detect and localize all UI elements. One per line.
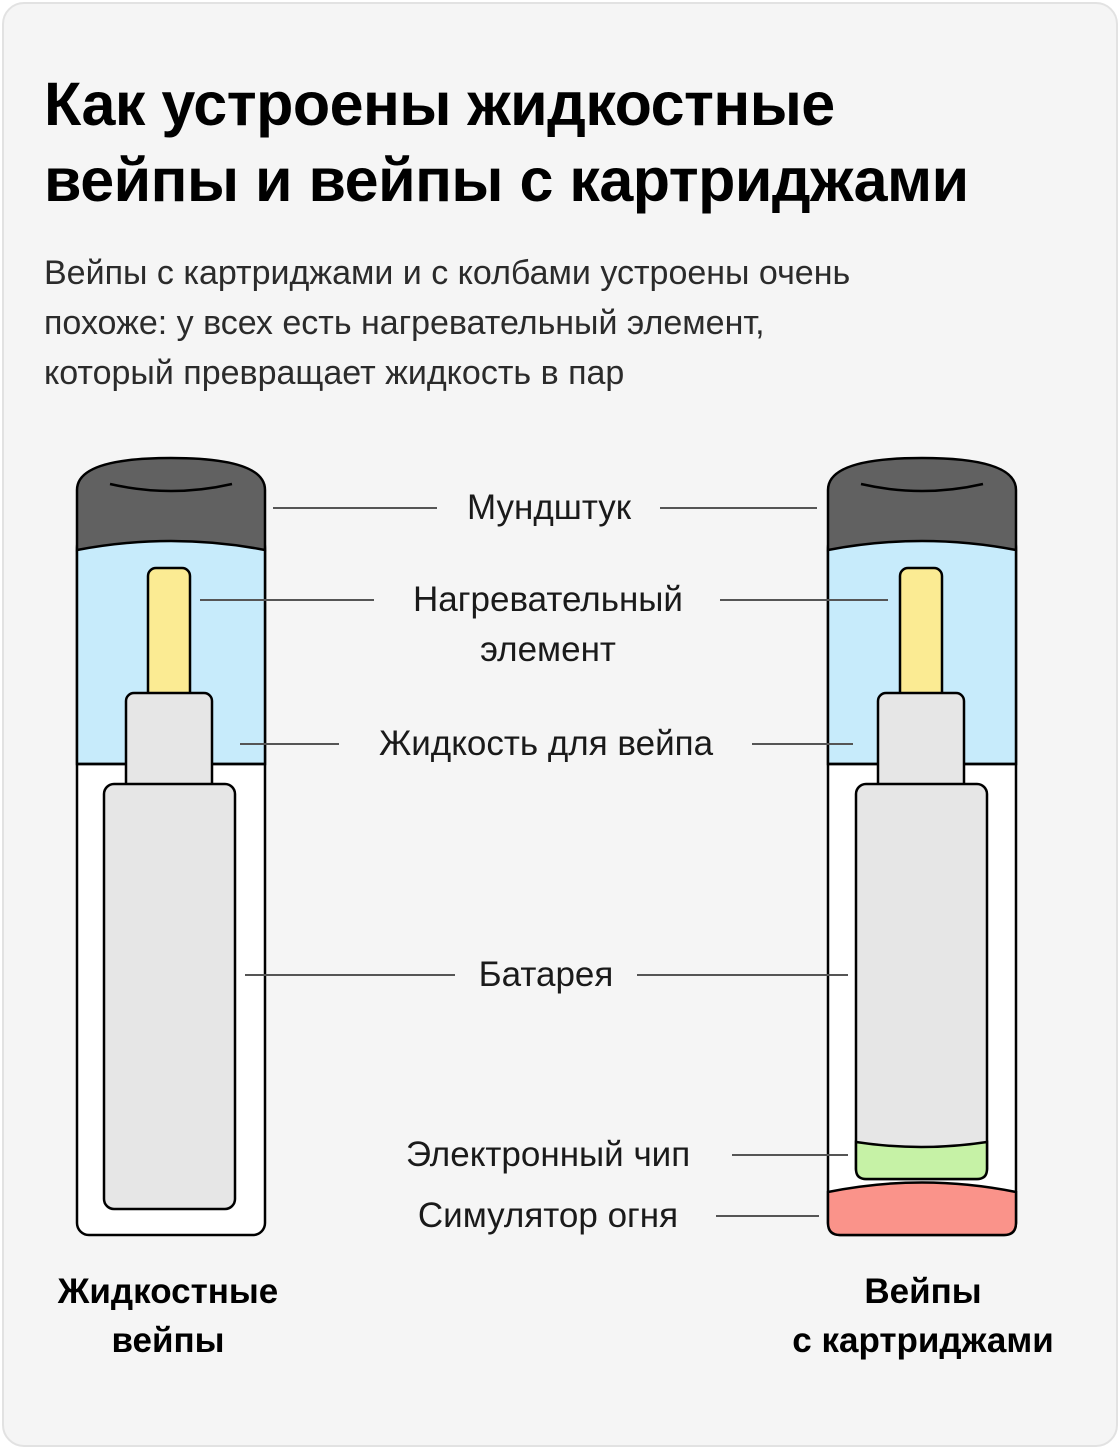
caption-liquid-vapes: Жидкостные вейпы bbox=[20, 1267, 316, 1365]
leader-lines bbox=[200, 507, 888, 1217]
label-heating-line-1: Нагревательный bbox=[413, 580, 683, 619]
liquid-vape-illustration bbox=[75, 456, 267, 1237]
subtitle-line-3: который превращает жидкость в пар bbox=[44, 354, 625, 392]
label-mouthpiece: Мундштук bbox=[466, 488, 632, 527]
left-atomizer-base bbox=[124, 691, 214, 799]
label-electronic-chip: Электронный чип bbox=[405, 1135, 691, 1174]
left-heating-element bbox=[146, 566, 192, 710]
title-line-2: вейпы и вейпы с картриджами bbox=[44, 146, 969, 214]
subtitle-line-1: Вейпы с картриджами и с колбами устроены… bbox=[44, 254, 851, 292]
caption-left-line-1: Жидкостные bbox=[57, 1272, 279, 1311]
caption-cartridge-vapes: Вейпы с картриджами bbox=[760, 1267, 1086, 1365]
subtitle-line-2: похоже: у всех есть нагревательный элеме… bbox=[44, 304, 765, 342]
caption-right-line-2: с картриджами bbox=[792, 1321, 1054, 1360]
left-mouthpiece bbox=[75, 456, 267, 552]
cartridge-vape-illustration bbox=[826, 456, 1018, 1237]
caption-left-line-2: вейпы bbox=[111, 1321, 225, 1360]
page-subtitle: Вейпы с картриджами и с колбами устроены… bbox=[44, 248, 1084, 398]
right-heating-element bbox=[898, 566, 944, 710]
right-fire-simulator bbox=[826, 1181, 1018, 1237]
title-line-1: Как устроены жидкостные bbox=[44, 70, 835, 138]
right-mouthpiece bbox=[826, 456, 1018, 552]
right-electronic-chip bbox=[854, 1140, 989, 1181]
right-battery bbox=[854, 782, 989, 1181]
caption-right-line-1: Вейпы bbox=[864, 1272, 982, 1311]
label-heating-element: Нагревательный элемент bbox=[378, 575, 718, 675]
label-fire-simulator: Симулятор огня bbox=[417, 1196, 679, 1235]
label-battery: Батарея bbox=[478, 955, 614, 994]
left-battery bbox=[102, 782, 237, 1211]
page-title: Как устроены жидкостные вейпы и вейпы с … bbox=[44, 66, 1094, 218]
right-atomizer-base bbox=[876, 691, 966, 799]
label-vape-liquid: Жидкость для вейпа bbox=[378, 724, 714, 763]
label-heating-line-2: элемент bbox=[480, 630, 616, 669]
